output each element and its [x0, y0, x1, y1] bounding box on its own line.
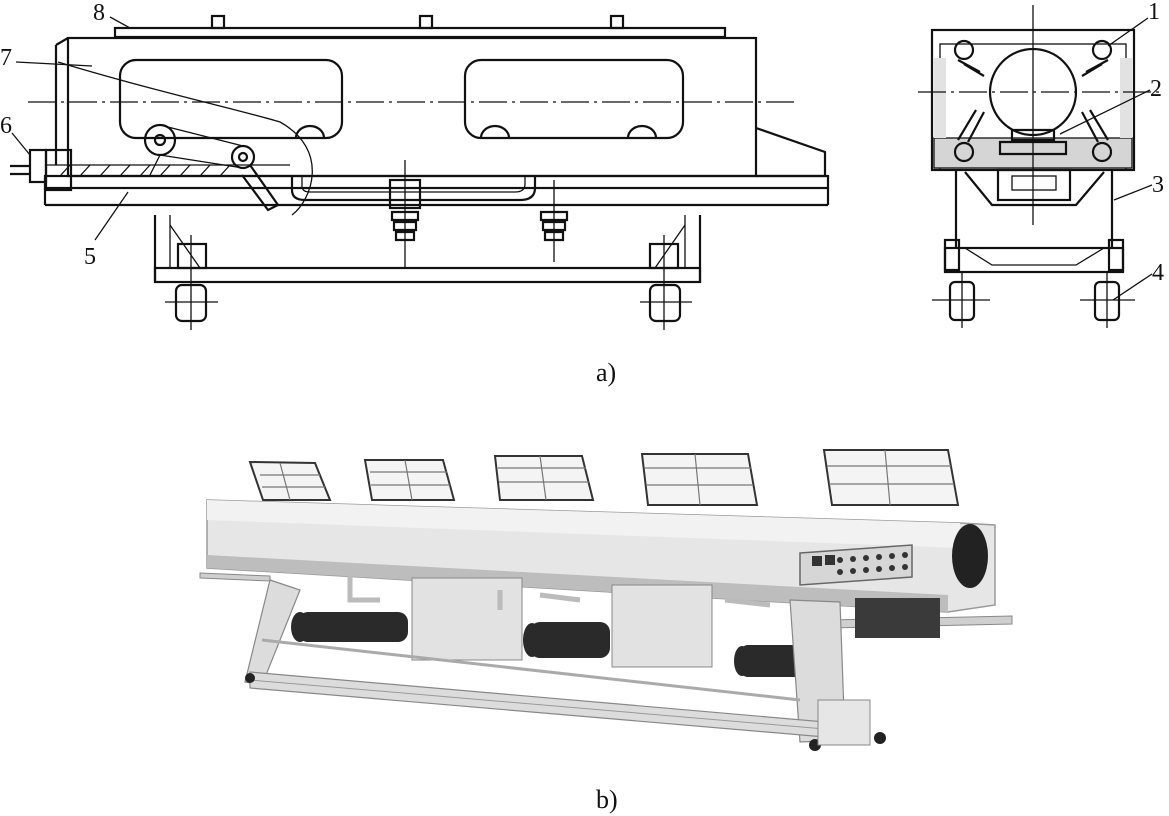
callout-leaders	[11, 16, 1153, 301]
callout-labels: 8 7 6 5 1 2 3 4	[0, 0, 1164, 286]
motors	[291, 612, 802, 677]
callout-1: 1	[1148, 0, 1160, 25]
caption-a: a)	[596, 358, 616, 387]
control-panel-buttons	[812, 552, 908, 575]
callout-5: 5	[84, 244, 96, 270]
callout-4: 4	[1152, 260, 1164, 286]
callout-2: 2	[1150, 76, 1162, 102]
end-view-drawing	[918, 5, 1160, 328]
lid-panels	[248, 449, 960, 506]
callout-6: 6	[0, 113, 12, 139]
cabinet-right	[611, 584, 713, 668]
callout-8: 8	[93, 0, 105, 26]
pipe-opening	[952, 524, 988, 588]
machine-illustration	[199, 449, 1013, 751]
side-view-drawing	[10, 14, 830, 330]
cabinet-left	[411, 577, 523, 661]
caption-b: b)	[596, 785, 618, 814]
callout-7: 7	[0, 45, 12, 71]
callout-3: 3	[1152, 172, 1164, 198]
